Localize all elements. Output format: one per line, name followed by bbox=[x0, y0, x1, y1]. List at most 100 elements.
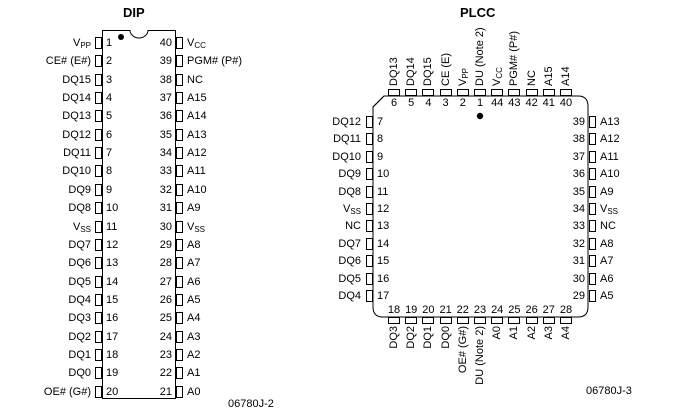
dip-pin-number: 11 bbox=[106, 220, 118, 233]
plcc-pin-number: 34 bbox=[572, 203, 585, 215]
pin-name: DQ2 bbox=[68, 330, 91, 343]
pin-label: A0 bbox=[491, 326, 503, 339]
pin-name: DQ15 bbox=[422, 57, 435, 86]
dip-pin-lead bbox=[95, 385, 102, 398]
pin-name: DQ11 bbox=[333, 133, 361, 146]
pin-label: VPP bbox=[73, 37, 91, 52]
pin-label: A3 bbox=[187, 331, 200, 343]
dip-pin-number: 18 bbox=[106, 348, 119, 361]
pin-name: DQ3 bbox=[68, 312, 91, 325]
plcc-pin-lead bbox=[366, 185, 373, 198]
plcc-pin-number: 5 bbox=[408, 97, 415, 109]
pin-label: DQ1 bbox=[68, 349, 91, 361]
pin-label: DQ8 bbox=[68, 202, 91, 214]
pin-name-subscript: CC bbox=[194, 41, 206, 50]
dip-pin-number: 25 bbox=[159, 312, 172, 325]
pin-label: A11 bbox=[600, 151, 619, 163]
pin-label: DQ9 bbox=[338, 168, 361, 180]
pin-name: DQ5 bbox=[68, 275, 91, 288]
plcc-pin-lead bbox=[589, 203, 596, 215]
dip-pin-lead bbox=[176, 238, 183, 251]
pin-name: PGM# (P#) bbox=[508, 30, 521, 86]
dip-pin-number: 9 bbox=[106, 183, 113, 196]
pin-name: DU (Note 2) bbox=[474, 27, 486, 86]
plcc-pin-lead bbox=[422, 317, 435, 324]
pin-name: NC bbox=[600, 220, 616, 233]
pin-label: DQ3 bbox=[68, 312, 91, 324]
pin-name: A6 bbox=[187, 275, 201, 288]
pin-label: DQ12 bbox=[332, 116, 361, 128]
pin-label: DQ2 bbox=[68, 331, 91, 343]
dip-pin-lead bbox=[176, 330, 183, 343]
dip-pin-lead bbox=[95, 37, 102, 49]
plcc-pin-number: 36 bbox=[572, 168, 585, 181]
dip-pin-number: 30 bbox=[159, 220, 172, 233]
pin-name-subscript: SS bbox=[350, 207, 361, 216]
dip-pin-lead bbox=[95, 330, 102, 343]
pin-name: DQ11 bbox=[63, 147, 91, 160]
pin-name: A8 bbox=[187, 238, 201, 251]
pin-label: DQ2 bbox=[405, 326, 417, 349]
pin-label: DQ4 bbox=[338, 290, 361, 302]
plcc-pin-number: 21 bbox=[439, 304, 452, 316]
pin-label: DQ10 bbox=[62, 165, 91, 177]
plcc-pin-number: 31 bbox=[572, 255, 585, 268]
plcc-pin-lead bbox=[439, 89, 452, 96]
dip-pin-lead bbox=[176, 348, 183, 361]
dip-pin-number: 28 bbox=[159, 257, 172, 270]
pin-label: A7 bbox=[600, 255, 613, 267]
pin-label: DQ7 bbox=[338, 238, 361, 250]
dip-pin-number: 1 bbox=[106, 37, 113, 49]
plcc-pin-lead bbox=[474, 89, 486, 96]
plcc-pin-number: 30 bbox=[572, 272, 585, 285]
pin-label: DQ11 bbox=[63, 147, 91, 159]
pin-name: A12 bbox=[187, 147, 207, 160]
dip-pin-number: 27 bbox=[159, 275, 172, 288]
pin-label: A13 bbox=[187, 129, 207, 141]
pin-label: A12 bbox=[187, 147, 207, 159]
pin1-dot-icon bbox=[476, 112, 484, 120]
pin-name: A13 bbox=[187, 128, 207, 141]
plcc-pin-number: 37 bbox=[572, 150, 585, 163]
plcc-pin-lead bbox=[456, 317, 469, 324]
pin-name: DQ1 bbox=[422, 326, 435, 349]
plcc-pin-lead bbox=[560, 317, 572, 324]
plcc-pin-number: 35 bbox=[572, 185, 585, 198]
pin-name: DQ3 bbox=[388, 326, 400, 349]
plcc-pin-lead bbox=[589, 185, 596, 198]
plcc-pin-number: 8 bbox=[377, 133, 384, 146]
pin-name: DQ6 bbox=[68, 257, 91, 270]
pin-label: DQ5 bbox=[338, 273, 361, 285]
pin-label: DU (Note 2) bbox=[474, 326, 486, 385]
pin-name: A0 bbox=[187, 385, 201, 398]
pin-label: A3 bbox=[543, 326, 555, 339]
dip-pin-lead bbox=[95, 73, 102, 86]
plcc-pin-lead bbox=[405, 89, 418, 96]
plcc-pin-lead bbox=[589, 272, 596, 285]
pin-name: DQ4 bbox=[338, 290, 361, 302]
plcc-pin-number: 33 bbox=[572, 220, 585, 233]
dip-pin-lead bbox=[95, 110, 102, 123]
plcc-figure-id: 06780J-3 bbox=[586, 385, 632, 397]
pin-name: V bbox=[187, 37, 195, 49]
dip-pin-lead bbox=[95, 55, 102, 68]
pin-label: DQ13 bbox=[388, 57, 400, 86]
dip-pin-number: 12 bbox=[106, 238, 119, 251]
dip-pin-number: 36 bbox=[159, 110, 172, 123]
pin-name: DQ13 bbox=[62, 110, 91, 123]
pin-label: A10 bbox=[187, 184, 207, 196]
pin-name: DQ2 bbox=[405, 326, 418, 349]
pin-name: A3 bbox=[542, 326, 555, 340]
pin-name: DQ0 bbox=[439, 326, 452, 349]
plcc-pin-number: 26 bbox=[525, 304, 538, 316]
pin-label: DQ14 bbox=[62, 92, 91, 104]
pin-name: A6 bbox=[600, 272, 614, 285]
pin-name: NC bbox=[525, 70, 538, 86]
pin-name: V bbox=[342, 203, 351, 215]
plcc-pin-number: 44 bbox=[491, 97, 504, 109]
pin-label: VPP bbox=[457, 68, 472, 86]
pin-label: A9 bbox=[600, 186, 613, 198]
plcc-pin-lead bbox=[366, 272, 373, 285]
plcc-pin-number: 13 bbox=[377, 220, 390, 233]
pin-label: VCC bbox=[187, 37, 206, 52]
